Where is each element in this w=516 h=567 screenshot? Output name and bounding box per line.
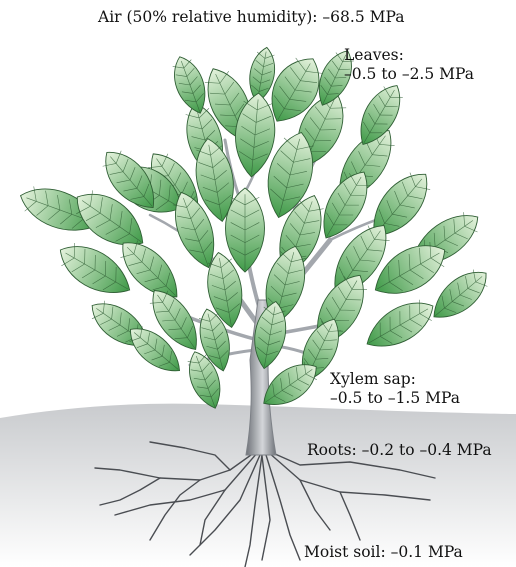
leaf-veins bbox=[119, 239, 184, 304]
xylem-sap-water-potential-label: Xylem sap: –0.5 to –1.5 MPa bbox=[330, 370, 460, 408]
xylem-label-value: –0.5 to –1.5 MPa bbox=[330, 389, 460, 408]
xylem-label-title: Xylem sap: bbox=[330, 370, 460, 389]
soil-water-potential-label: Moist soil: –0.1 MPa bbox=[304, 543, 463, 562]
leaves-water-potential-label: Leaves: –0.5 to –2.5 MPa bbox=[344, 46, 474, 84]
leaves-label-title: Leaves: bbox=[344, 46, 474, 65]
soil-label-text: Moist soil: –0.1 MPa bbox=[304, 543, 463, 562]
roots-water-potential-label: Roots: –0.2 to –0.4 MPa bbox=[307, 441, 492, 460]
leaf bbox=[111, 231, 188, 308]
roots-label-text: Roots: –0.2 to –0.4 MPa bbox=[307, 441, 492, 460]
leaves-label-value: –0.5 to –2.5 MPa bbox=[344, 65, 474, 84]
air-water-potential-label: Air (50% relative humidity): –68.5 MPa bbox=[98, 8, 404, 27]
air-label-text: Air (50% relative humidity): –68.5 MPa bbox=[98, 8, 404, 27]
leaf bbox=[359, 292, 441, 359]
leaf bbox=[167, 52, 213, 118]
